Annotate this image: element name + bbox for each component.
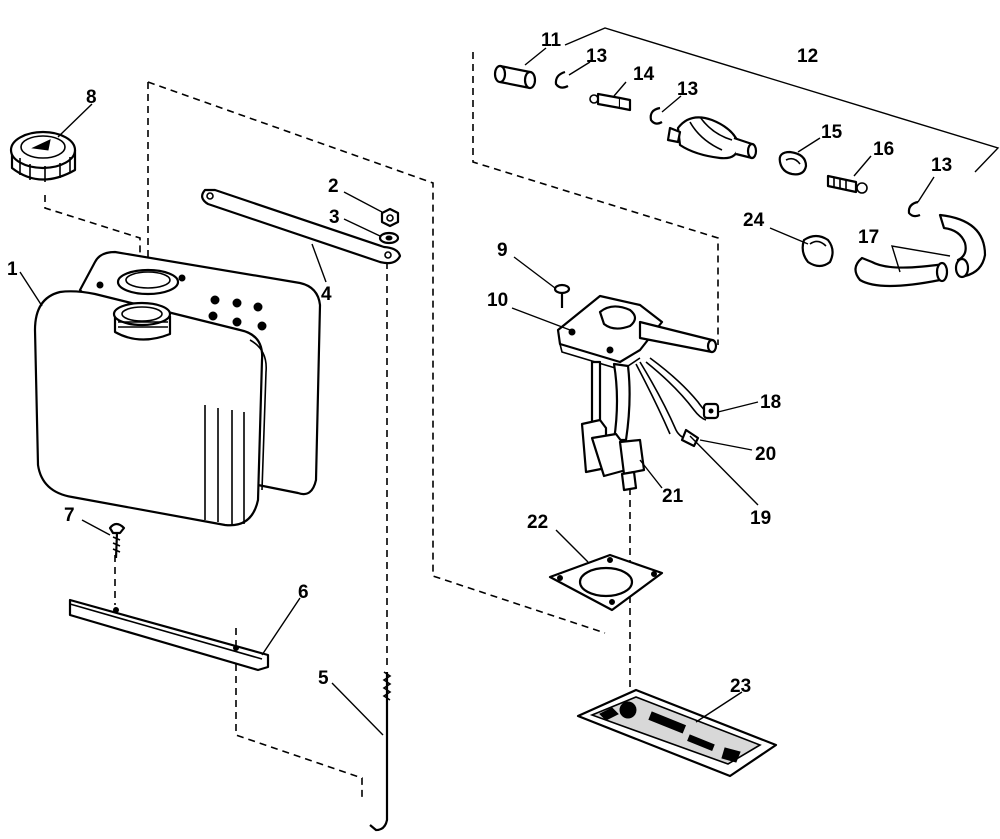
- callout-1: 1: [7, 259, 18, 280]
- callout-16: 16: [873, 139, 894, 160]
- connector: [826, 174, 868, 194]
- washer: [378, 231, 400, 245]
- callout-19: 19: [750, 508, 771, 529]
- callout-4: 4: [321, 284, 332, 305]
- callout-11: 11: [541, 30, 562, 51]
- callout-20: 20: [755, 444, 776, 465]
- callout-7: 7: [64, 505, 75, 526]
- j-bolt: [369, 671, 392, 832]
- callout-12: 12: [797, 46, 818, 67]
- callout-3: 3: [329, 207, 340, 228]
- clamp: [907, 200, 921, 218]
- gasket: [548, 553, 664, 612]
- leader-lines: [19, 47, 951, 736]
- pickup-screw: [553, 283, 571, 308]
- fitting: [493, 64, 537, 90]
- mounting-bracket: [68, 598, 270, 672]
- callout-2: 2: [328, 176, 339, 197]
- callout-13-a: 13: [586, 46, 607, 67]
- mounting-plate: [576, 688, 778, 778]
- hose-clamp: [801, 234, 834, 268]
- callout-17: 17: [858, 227, 879, 248]
- fuel-pickup-assembly: [556, 294, 718, 492]
- gauge-wires: [635, 357, 720, 448]
- fuel-tank: [33, 250, 322, 527]
- callout-18: 18: [760, 392, 781, 413]
- callout-labels: 1 2 3 4 5 6 7 8 9 10 11 12 13 13 13 14 1…: [7, 30, 952, 697]
- callout-23: 23: [730, 676, 751, 697]
- callout-15: 15: [821, 122, 843, 143]
- callout-22: 22: [527, 512, 548, 533]
- check-valve: [589, 92, 632, 112]
- assembly-guide-lines: [44, 52, 719, 800]
- callout-13-c: 13: [931, 155, 952, 176]
- clamp: [554, 70, 569, 89]
- primer-kit-group-bracket: [564, 27, 1000, 173]
- callout-5: 5: [318, 668, 329, 689]
- callout-10: 10: [487, 290, 508, 311]
- nut: [380, 207, 400, 228]
- callout-8: 8: [86, 87, 97, 108]
- callout-14: 14: [633, 64, 655, 85]
- screw: [108, 522, 126, 559]
- callout-6: 6: [298, 582, 309, 603]
- clamp: [649, 106, 663, 125]
- callout-9: 9: [497, 240, 508, 261]
- callout-24: 24: [743, 210, 765, 231]
- callout-21: 21: [662, 486, 684, 507]
- primer-bulb: [666, 116, 758, 160]
- hose-clamp-small: [778, 150, 808, 176]
- hold-down-strap: [201, 188, 402, 265]
- fuel-cap: [9, 130, 77, 182]
- callout-13-b: 13: [677, 79, 698, 100]
